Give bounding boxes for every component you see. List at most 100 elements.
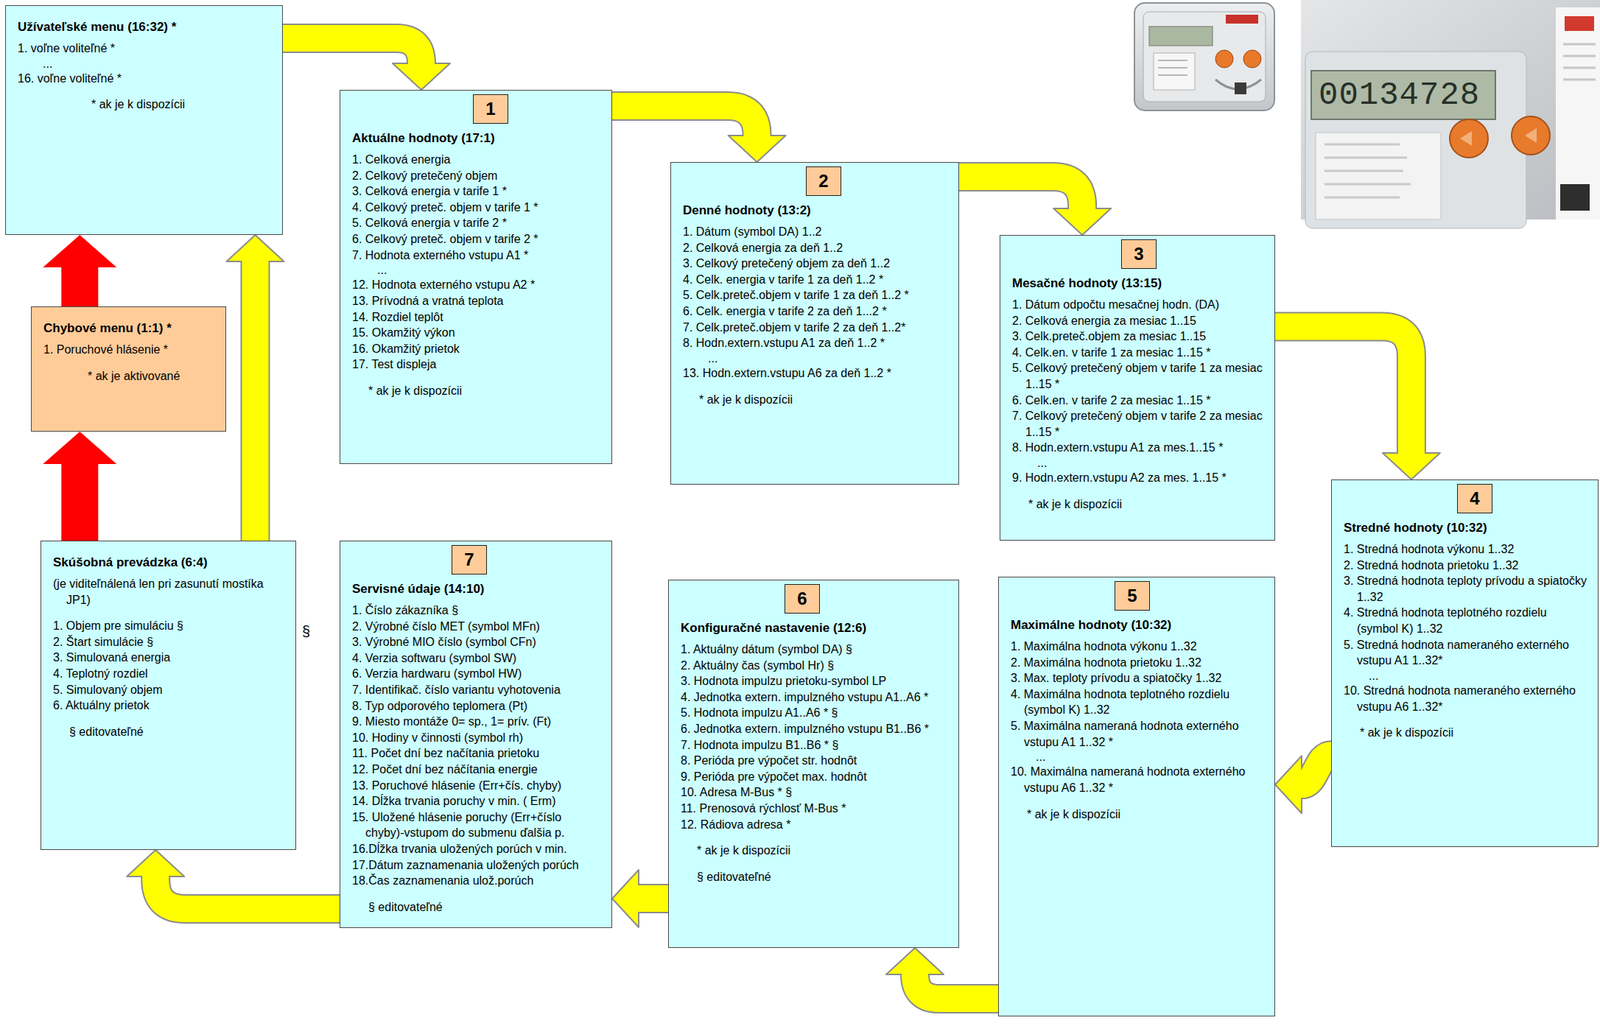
menu-item: 2. Stredná hodnota prietoku 1..32: [1343, 557, 1588, 574]
menu-item: 1. Poruchové hlásenie *: [43, 341, 216, 359]
menu-item: 2. Celková energia za mesiac 1..15: [1012, 313, 1265, 330]
ellipsis: ...: [1010, 749, 1265, 764]
lcd-readout: 00134728: [1318, 76, 1480, 114]
ellipsis: ...: [1012, 455, 1265, 470]
menu-item: 9. Hodn.extern.vstupu A2 za mes. 1..15 *: [1012, 469, 1265, 487]
large-meter-photo: [1300, 0, 1600, 229]
flow-arrow: [1275, 327, 1441, 481]
menu-item: 5. Simulovaný objem: [53, 682, 286, 699]
callout-number: 4: [1457, 484, 1492, 512]
flow-arrow: [612, 106, 787, 163]
menu-heading: Maximálne hodnoty (10:32): [1010, 617, 1265, 634]
menu-box: Aktuálne hodnoty (17:1)1. Celková energi…: [339, 89, 613, 465]
menu-item: 11. Prenosová rýchlosť M-Bus *: [680, 800, 949, 817]
menu-item: 18.Čas zaznamenania ulož.porúch: [352, 872, 602, 890]
menu-item: 6. Verzia hardwaru (symbol HW): [352, 665, 602, 683]
menu-item: 13. Poruchové hlásenie (Err+čís. chyby): [352, 777, 602, 795]
callout-box: 4: [1457, 483, 1493, 514]
note-text: * ak je k dispozícii: [680, 842, 949, 859]
note-text: * ak je k dispozícii: [1343, 724, 1588, 742]
flow-arrow: [42, 431, 117, 541]
menu-item: 6. Celkový preteč. objem v tarife 2 *: [352, 231, 602, 248]
callout-box: 6: [784, 584, 820, 614]
menu-box: Maximálne hodnoty (10:32)1. Maximálna ho…: [998, 576, 1276, 1017]
flow-arrow: [1275, 755, 1332, 814]
menu-item: 13. Hodn.extern.vstupu A6 za deň 1..2 *: [682, 365, 949, 382]
menu-item: 5. Stredná hodnota nameraného externého …: [1343, 637, 1588, 669]
menu-item: 5. Celk.preteč.objem v tarife 1 za deň 1…: [682, 287, 949, 304]
menu-item: 3. Celk.preteč.objem za mesiac 1..15: [1012, 328, 1265, 345]
callout-number: 5: [1115, 581, 1150, 610]
ellipsis: ...: [352, 262, 602, 277]
menu-item: 4. Celk. energia v tarife 1 za deň 1..2 …: [682, 271, 949, 289]
callout-number: 1: [473, 95, 508, 123]
menu-item: 6. Celk. energia v tarife 2 za deň 1...2…: [682, 303, 949, 320]
menu-box: Servisné údaje (14:10) 1. Číslo zákazníka…: [339, 540, 613, 929]
menu-item: 5. Hodnota impulzu A1..A6 * §: [680, 704, 949, 722]
menu-item: 4. Verzia softwaru (symbol SW): [352, 650, 602, 667]
flow-arrow: [959, 176, 1111, 235]
callout-number: 6: [785, 584, 820, 613]
menu-item: 15. Okamžitý výkon: [352, 324, 602, 342]
menu-heading: Skúšobná prevádzka (6:4): [53, 554, 286, 571]
menu-item: 16. voľne voliteľné *: [17, 70, 272, 87]
menu-item: 13. Prívodná a vratná teplota: [352, 293, 602, 310]
flow-arrow: [42, 234, 117, 307]
ellipsis: ...: [1343, 668, 1588, 683]
note-text: § editovateľné: [53, 724, 286, 741]
menu-box: Chybové menu (1:1) *1. Poruchové hláseni…: [30, 306, 227, 432]
note-text: * ak je k dispozícii: [1012, 496, 1265, 513]
menu-item: 3. Hodnota impulzu prietoku-symbol LP: [680, 673, 949, 690]
flow-arrow: [886, 948, 999, 999]
menu-heading: Užívateľské menu (16:32) *: [17, 19, 272, 36]
callout-box: 2: [805, 166, 842, 196]
menu-item: 1. Číslo zákazníka §: [352, 602, 602, 619]
menu-item: 6. Celk.en. v tarife 2 za mesiac 1..15 *: [1012, 392, 1265, 409]
menu-item: 10. Hodiny v činnosti (symbol rh): [352, 730, 602, 747]
flow-arrow: [282, 38, 451, 90]
menu-item: 6. Aktuálny prietok: [53, 697, 286, 714]
menu-item: 5. Celkový pretečený objem v tarife 1 za…: [1012, 360, 1265, 392]
menu-item: 1. Stredná hodnota výkonu 1..32: [1343, 541, 1588, 558]
note-text: § editovateľné: [352, 899, 602, 916]
menu-box: Konfiguračné nastavenie (12:6)1. Aktuáln…: [668, 579, 960, 949]
menu-item: (je viditeľnálená len pri zasunutí mostí…: [53, 576, 286, 608]
note-text: * ak je k dispozícii: [352, 383, 602, 400]
menu-item: 12. Počet dní bez náčítania energie: [352, 761, 602, 778]
menu-item: 2. Maximálna hodnota prietoku 1..32: [1010, 654, 1265, 672]
menu-item: 16. Okamžitý prietok: [352, 341, 602, 358]
menu-item: 5. Celková energia v tarife 2 *: [352, 215, 602, 232]
ellipsis: ...: [17, 56, 272, 71]
menu-item: 12. Rádiova adresa *: [680, 816, 949, 834]
menu-item: 3. Simulovaná energia: [53, 649, 286, 666]
menu-item: 3. Max. teploty prívodu a spiatočky 1..3…: [1010, 670, 1265, 687]
menu-item: 1. Dátum (symbol DA) 1..2: [682, 223, 949, 241]
menu-item: 4. Celk.en. v tarife 1 za mesiac 1..15 *: [1012, 344, 1265, 361]
menu-item: 5. Maximálna nameraná hodnota externého …: [1010, 718, 1265, 750]
menu-item: 2. Celkový pretečený objem: [352, 167, 602, 185]
menu-item: 4. Stredná hodnota teplotného rozdielu (…: [1343, 604, 1588, 637]
stray-mark: §: [302, 623, 311, 641]
menu-item: 2. Výrobné číslo MET (symbol MFn): [352, 618, 602, 635]
menu-item: 1. voľne voliteľné *: [17, 40, 272, 57]
callout-number: 7: [452, 545, 487, 574]
menu-item: 15. Uložené hlásenie poruchy (Err+číslo …: [352, 809, 602, 842]
menu-item: 7. Celk.preteč.objem v tarife 2 za deň 1…: [682, 319, 949, 336]
callout-box: 3: [1121, 239, 1157, 269]
menu-item: 8. Perióda pre výpočet str. hodnôt: [680, 752, 949, 770]
ellipsis: ...: [682, 351, 949, 366]
note-text: * ak je aktivované: [43, 368, 216, 385]
menu-item: 17.Dátum zaznamenania uložených porúch: [352, 857, 602, 874]
flow-arrow: [126, 850, 340, 910]
menu-heading: Servisné údaje (14:10): [352, 581, 602, 598]
menu-item: 4. Maximálna hodnota teplotného rozdielu…: [1010, 686, 1265, 719]
callout-number: 3: [1121, 240, 1156, 268]
menu-box: Mesačné hodnoty (13:15)1. Dátum odpočtu …: [999, 234, 1276, 541]
menu-item: 3. Celkový pretečený objem za deň 1..2: [682, 255, 949, 272]
callout-box: 5: [1114, 581, 1150, 611]
menu-box: Skúšobná prevádzka (6:4) (je viditeľnálen…: [40, 540, 297, 851]
menu-item: 7. Identifikač. číslo variantu vyhotoven…: [352, 682, 602, 699]
menu-item: 2. Celková energia za deň 1..2: [682, 240, 949, 257]
